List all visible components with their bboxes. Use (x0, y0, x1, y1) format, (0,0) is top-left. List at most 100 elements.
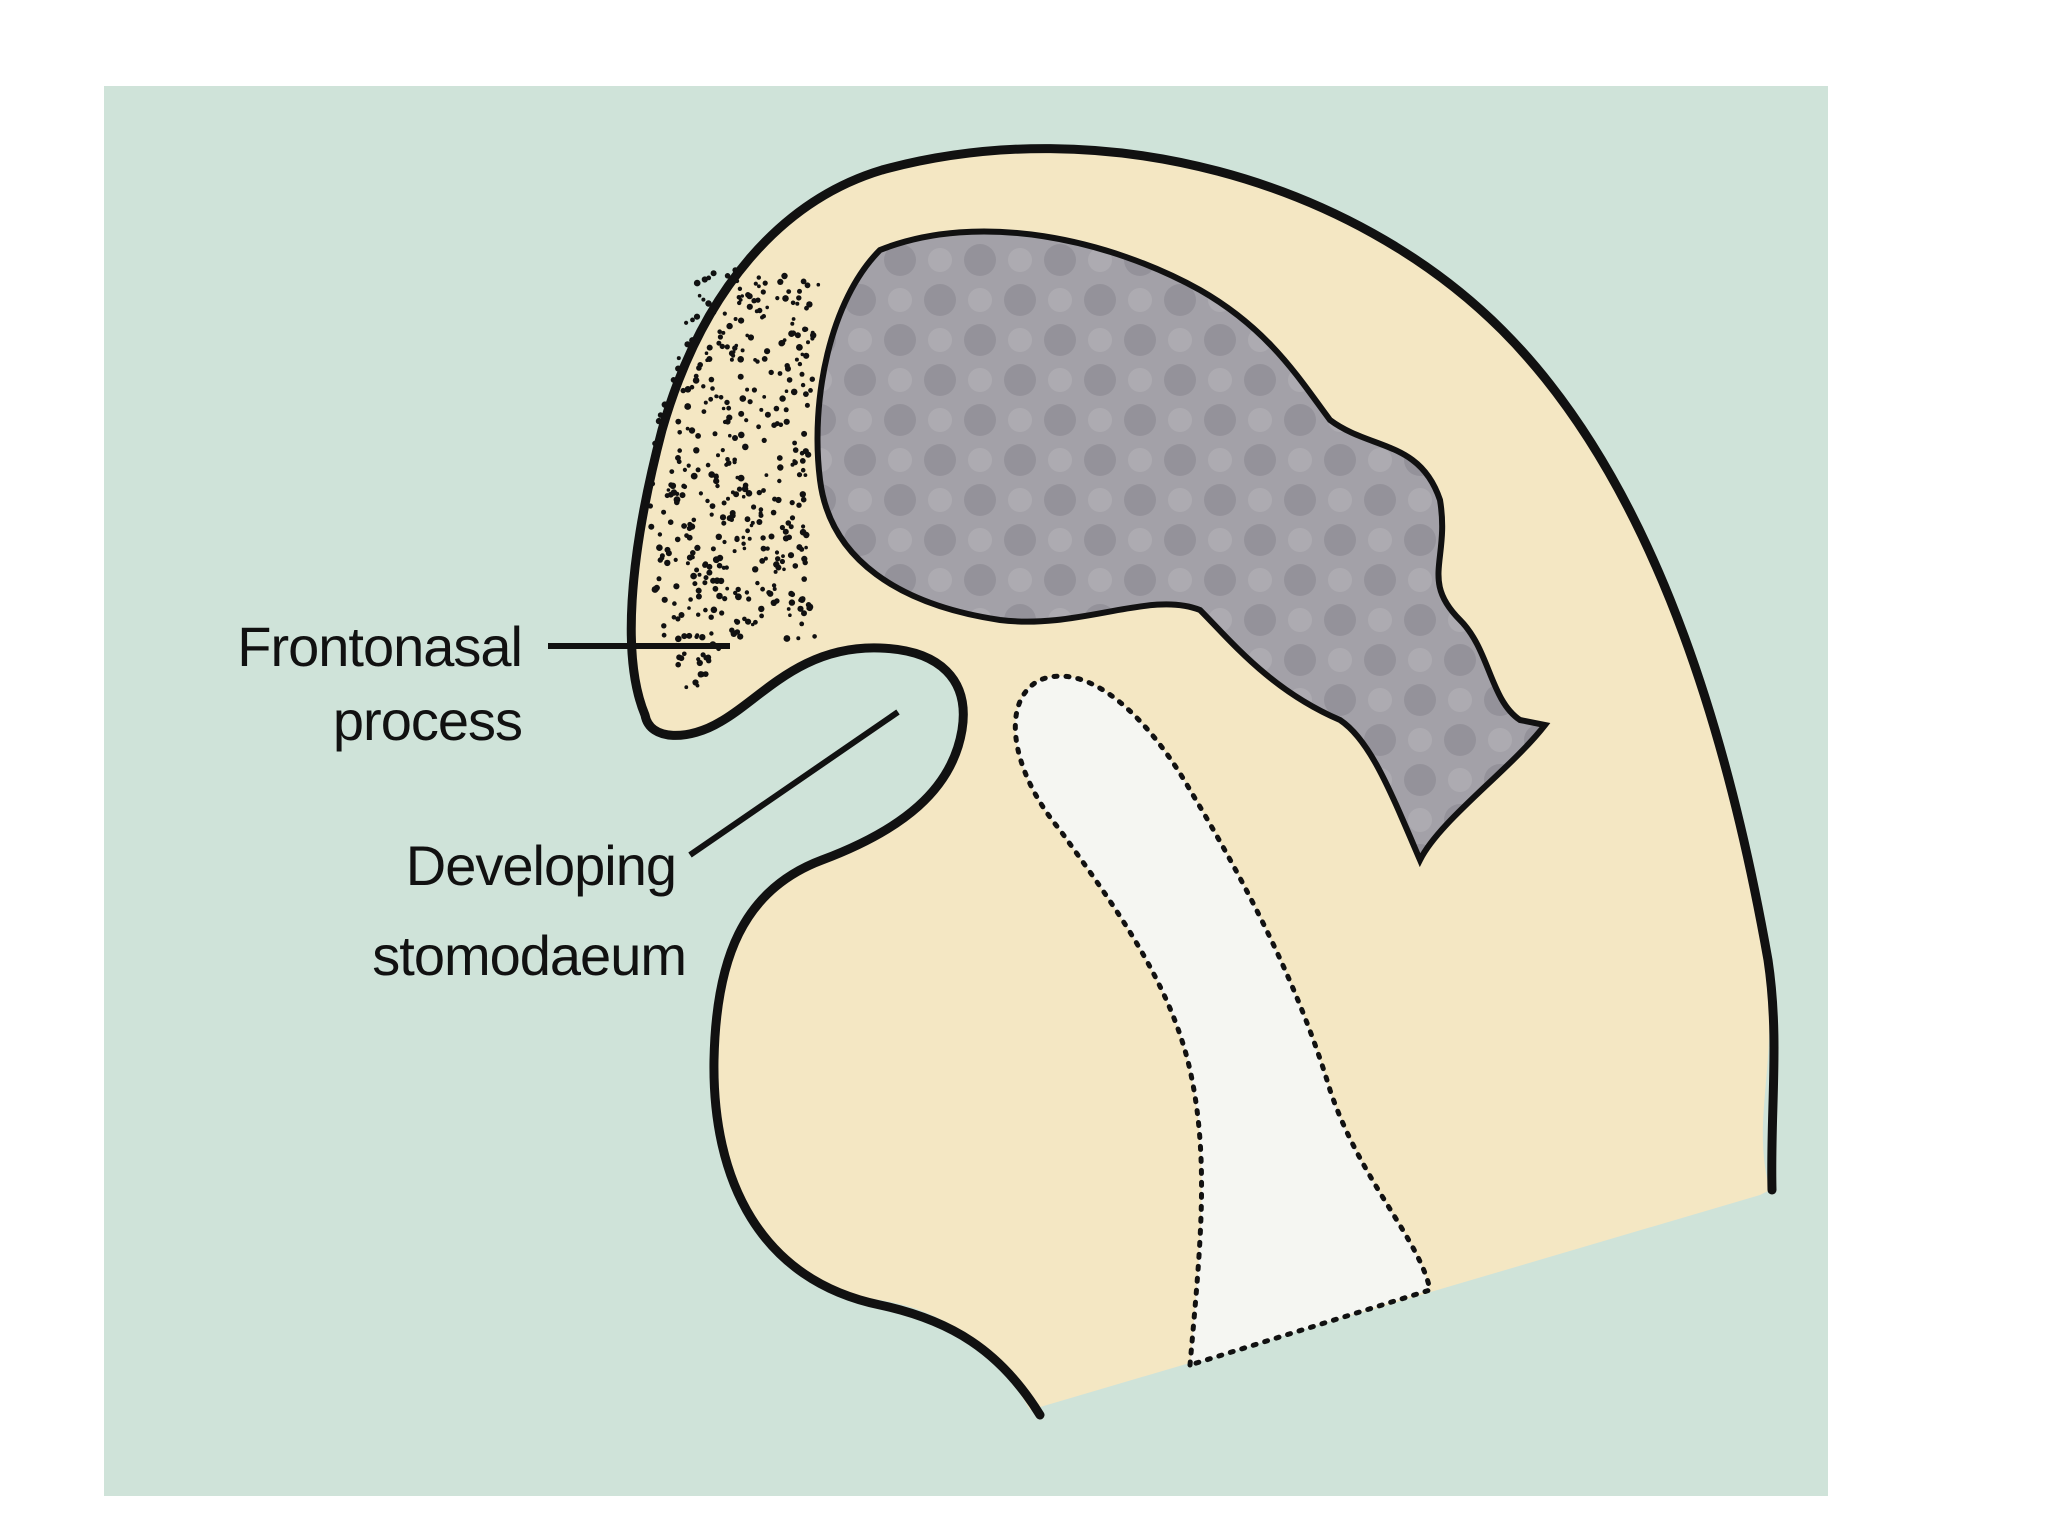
label-frontonasal-line1: Frontonasal (237, 615, 522, 678)
stipple-dot (674, 499, 680, 506)
stipple-dot (800, 382, 806, 388)
stipple-dot (703, 607, 708, 613)
stipple-dot (774, 598, 780, 604)
stipple-dot (794, 332, 801, 339)
stipple-dot (703, 575, 709, 581)
stipple-dot (787, 552, 795, 559)
stipple-dot (800, 467, 806, 473)
stipple-dot (724, 399, 730, 406)
stipple-dot (777, 371, 783, 376)
stipple-dot (716, 340, 722, 346)
stipple-dot (777, 478, 782, 484)
stipple-dot (695, 683, 700, 688)
stipple-dot (708, 376, 715, 383)
stipple-dot (796, 472, 803, 478)
stipple-dot (687, 606, 691, 610)
stipple-dot (681, 633, 688, 640)
stipple-dot (677, 430, 682, 435)
stipple-dot (719, 343, 725, 350)
stipple-dot (710, 577, 717, 584)
stipple-dot (747, 399, 753, 405)
stipple-dot (739, 395, 747, 402)
stipple-dot (712, 556, 720, 564)
stipple-dot (751, 387, 758, 393)
stipple-dot (744, 516, 751, 523)
stipple-dot (740, 348, 745, 353)
stipple-dot (661, 596, 668, 603)
stipple-dot (801, 524, 806, 529)
stipple-dot (722, 419, 728, 425)
embryo-head-outline (626, 144, 1779, 1420)
stipple-dot (709, 503, 716, 509)
stipple-dot (693, 313, 701, 320)
stipple-dot (726, 496, 730, 501)
stipple-dot (799, 596, 806, 602)
stipple-dot (734, 343, 739, 348)
stipple-dot (796, 636, 801, 641)
stipple-dot (806, 340, 810, 345)
stipple-dot (783, 407, 789, 413)
stipple-dot (796, 502, 802, 508)
stipple-dot (684, 403, 692, 410)
stipple-dot (760, 289, 766, 295)
stipple-dot (765, 546, 770, 551)
stipple-dot (704, 351, 709, 356)
stipple-dot (686, 632, 693, 639)
stipple-dot (721, 406, 726, 411)
stipple-dot (702, 562, 708, 568)
stipple-dot (706, 569, 713, 576)
stipple-dot (696, 612, 701, 617)
stipple-dot (673, 557, 678, 563)
stipple-dot (701, 384, 706, 389)
stipple-dot (799, 371, 805, 377)
stipple-dot (791, 317, 796, 321)
stipple-dot (672, 601, 677, 606)
stipple-dot (801, 576, 807, 582)
stipple-dot (705, 462, 711, 468)
stipple-dot (753, 358, 757, 362)
stipple-dot (719, 610, 725, 616)
stipple-dot (682, 467, 688, 472)
stipple-dot (705, 358, 709, 363)
stipple-dot (732, 549, 737, 554)
stipple-dot (777, 278, 784, 285)
stipple-dot (801, 430, 808, 437)
stipple-dot (710, 546, 716, 552)
stipple-dot (696, 365, 702, 371)
notochord-channel (1012, 673, 1433, 1369)
stipple-dot (764, 348, 771, 355)
stipple-dot (708, 396, 714, 402)
stipple-dot (684, 685, 689, 690)
stipple-dot (675, 661, 681, 668)
stipple-dot (678, 612, 685, 618)
stipple-dot (756, 275, 761, 280)
stipple-dot (724, 462, 729, 467)
stipple-dot (754, 309, 759, 314)
stipple-dot (803, 473, 808, 477)
stipple-dot (781, 554, 785, 558)
stipple-dot (724, 344, 730, 350)
stipple-dot (762, 280, 768, 286)
stipple-dot (729, 357, 734, 362)
stipple-dot (721, 500, 727, 506)
stipple-dot (776, 455, 783, 461)
stipple-dot (656, 544, 663, 551)
stipple-dot (792, 459, 797, 463)
stipple-dot (701, 297, 706, 302)
stipple-dot (689, 384, 695, 390)
stipple-dot (712, 585, 719, 592)
stipple-dot (773, 405, 780, 412)
stipple-dot (733, 618, 739, 624)
stipple-dot (735, 475, 740, 480)
stipple-dot (677, 448, 682, 453)
stipple-dot (732, 435, 738, 441)
stipple-dot (809, 376, 815, 382)
stipple-dot (801, 610, 807, 617)
stipple-dot (717, 334, 724, 340)
label-frontonasal-line2: process (333, 689, 522, 752)
stipple-dot (716, 453, 720, 458)
stipple-dot (788, 524, 794, 530)
stipple-dot (751, 504, 757, 510)
stipple-dot (779, 558, 786, 565)
